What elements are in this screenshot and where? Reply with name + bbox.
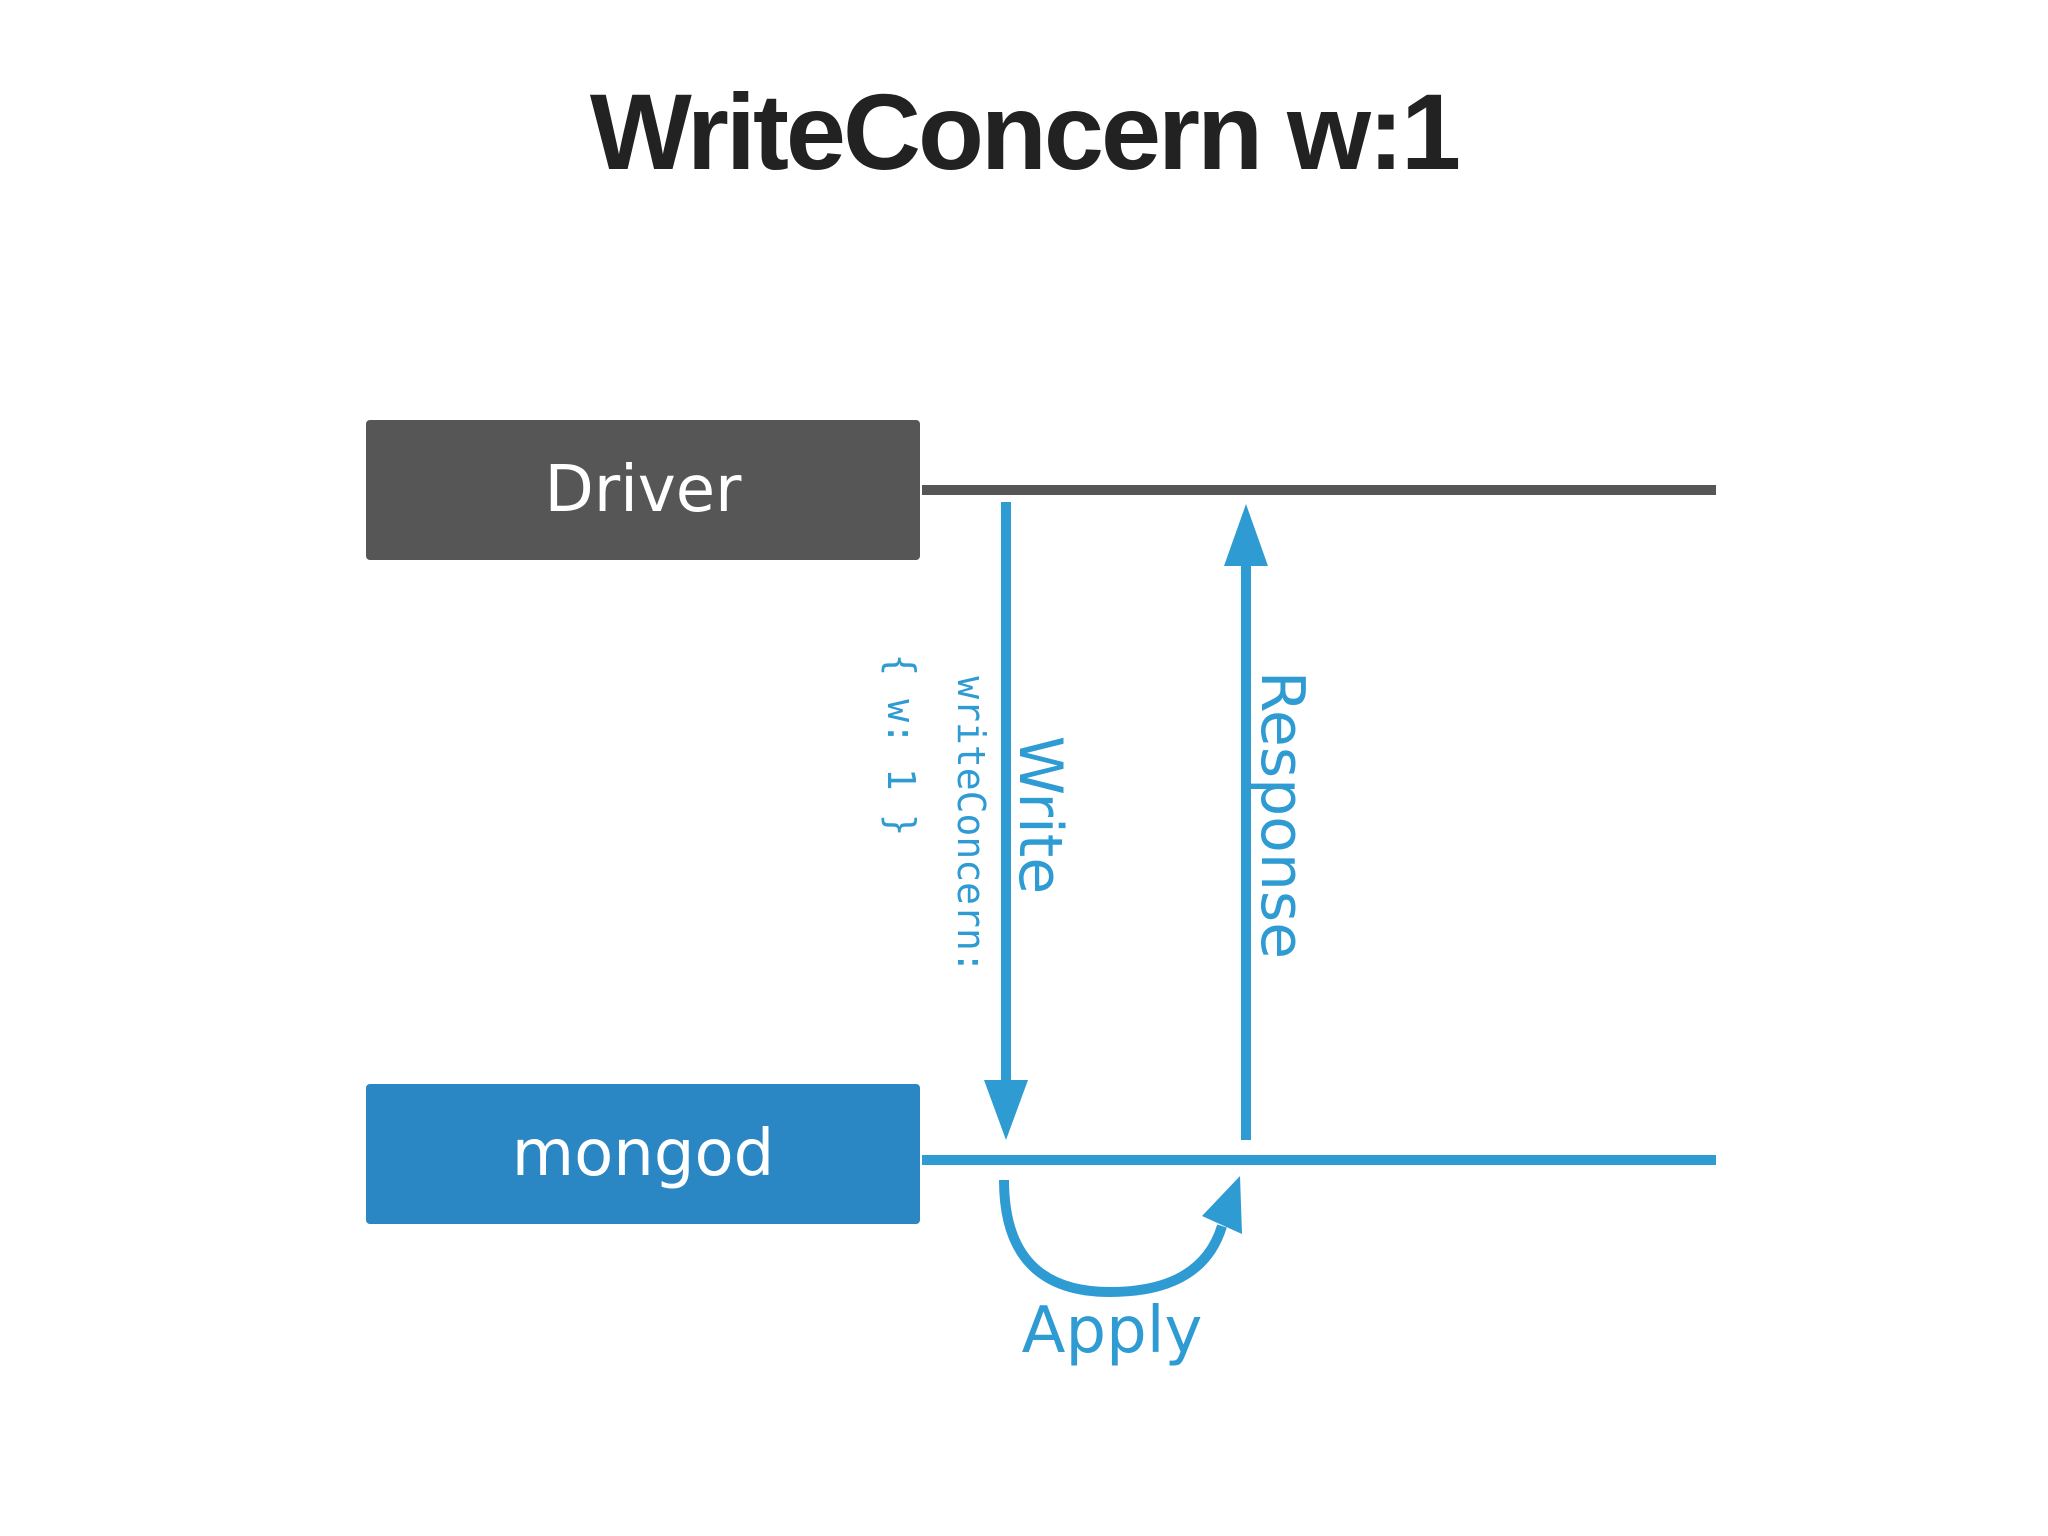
response-label: Response xyxy=(1247,671,1317,959)
mongod-box: mongod xyxy=(366,1084,920,1224)
driver-box: Driver xyxy=(366,420,920,560)
write-concern-value-label: { w: 1 } xyxy=(879,653,923,836)
driver-label: Driver xyxy=(544,453,742,527)
mongod-label: mongod xyxy=(511,1117,775,1191)
write-arrowhead-icon xyxy=(984,1080,1028,1140)
apply-arrowhead-icon xyxy=(1202,1176,1242,1234)
response-arrowhead-icon xyxy=(1224,504,1268,566)
write-concern-key-label: writeConcern: xyxy=(949,676,993,973)
apply-arrow-curve xyxy=(999,1179,1227,1298)
apply-label: Apply xyxy=(1022,1294,1203,1368)
write-label: Write xyxy=(1005,736,1075,894)
page-title: WriteConcern w:1 xyxy=(589,71,1461,192)
